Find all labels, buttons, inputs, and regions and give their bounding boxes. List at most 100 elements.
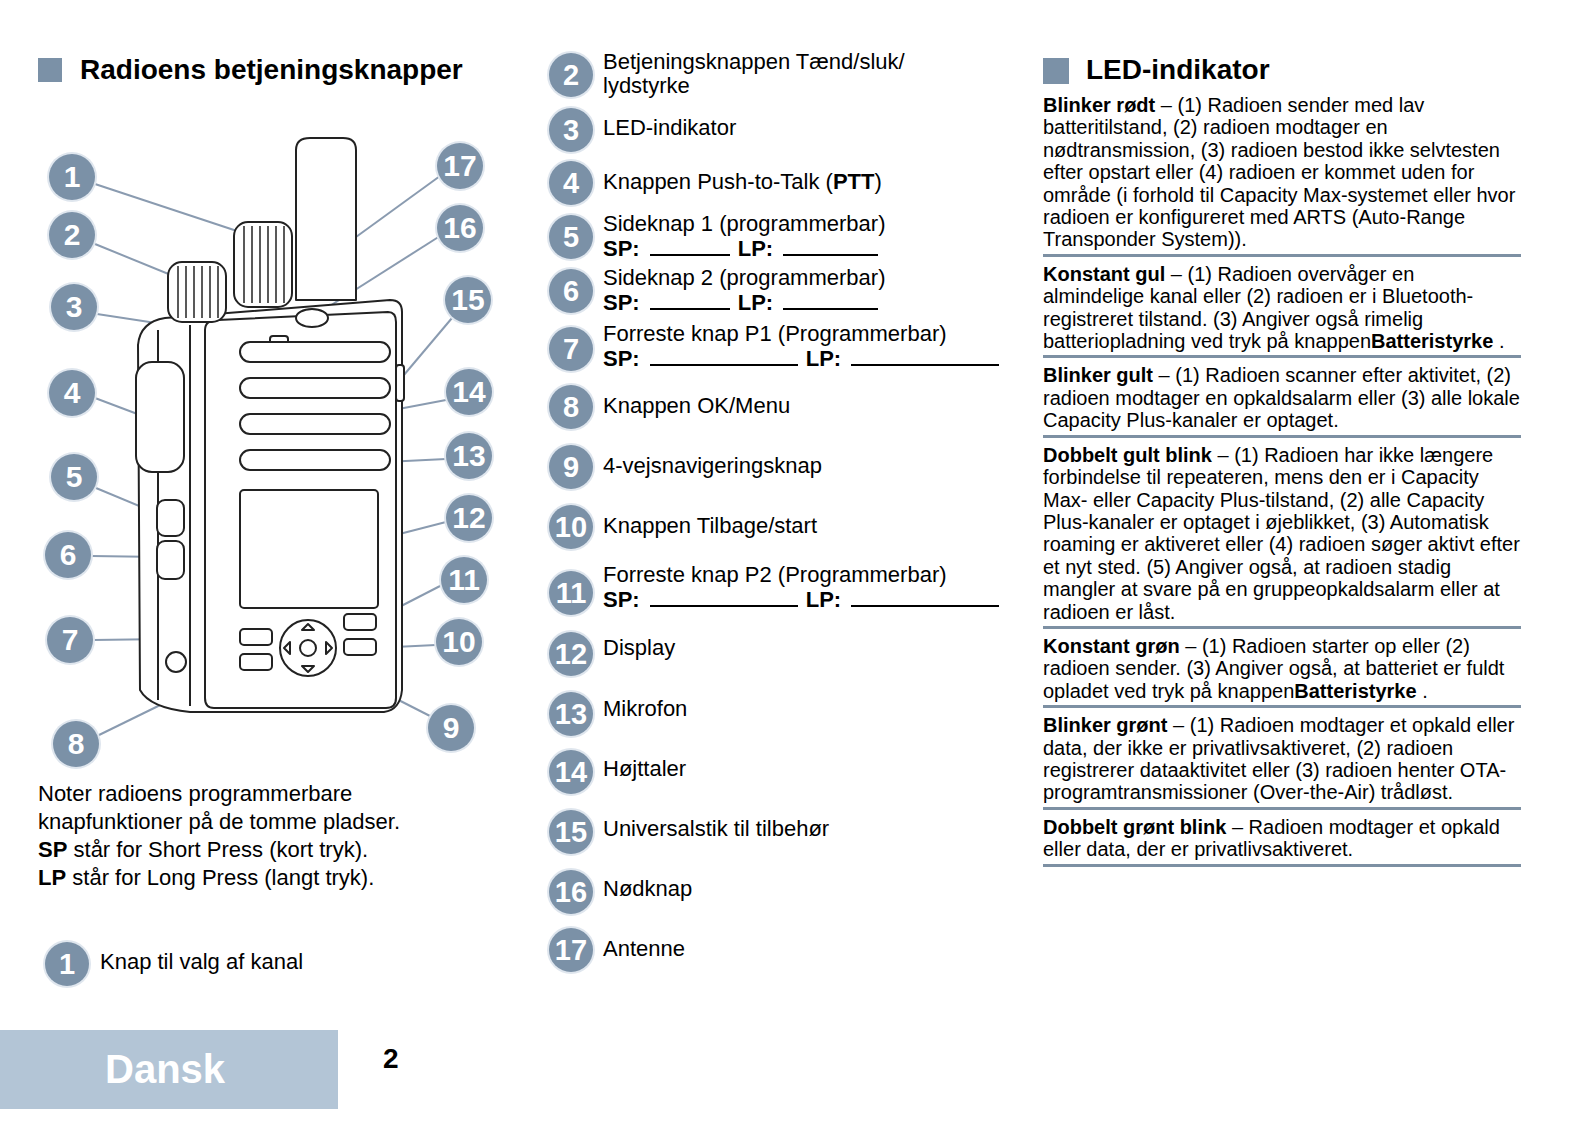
led-paragraph: Blinker rødt– (1) Radioen sender med lav… bbox=[1043, 94, 1521, 257]
label-text: Konstant grøn bbox=[1043, 635, 1180, 657]
label-text: LP bbox=[38, 865, 66, 890]
text-line: SPstår for Short Press (kort tryk). bbox=[38, 836, 468, 864]
label-text: Universalstik til tilbehør bbox=[603, 816, 829, 841]
text-line: Knappen OK/Menu bbox=[603, 394, 790, 418]
number-text: 10 bbox=[555, 513, 587, 542]
text-block: Knappen Tilbage/start bbox=[603, 514, 817, 538]
knob-ridge bbox=[259, 226, 261, 303]
text-line: Forreste knap P2 (Programmerbar) bbox=[603, 563, 1007, 587]
heading-text: Radioens betjeningsknapper bbox=[80, 54, 463, 85]
list-number: 8 bbox=[549, 385, 593, 429]
callout-number: 14 bbox=[446, 369, 492, 415]
radio-body bbox=[136, 138, 404, 712]
number-text: 17 bbox=[555, 936, 587, 965]
text-line: Antenne bbox=[603, 937, 685, 961]
number-text: 2 bbox=[64, 220, 81, 250]
display bbox=[240, 490, 378, 608]
speaker-slot bbox=[240, 450, 390, 470]
heading-marker bbox=[1043, 58, 1069, 84]
text-line: Knappen Push-to-Talk (PTT) bbox=[603, 170, 882, 194]
number-text: 3 bbox=[563, 116, 579, 145]
ptt-button bbox=[136, 362, 184, 472]
volume-knob bbox=[168, 262, 226, 322]
led-paragraph: Konstant grøn– (1) Radioen starter op el… bbox=[1043, 635, 1521, 708]
number-text: 7 bbox=[563, 335, 579, 364]
label-text: LP: bbox=[738, 290, 773, 315]
label-text: Dobbelt gult blink bbox=[1043, 444, 1212, 466]
led-paragraph: Dobbelt gult blink– (1) Radioen har ikke… bbox=[1043, 444, 1521, 629]
number-text: 15 bbox=[555, 818, 587, 847]
callout-number: 1 bbox=[49, 154, 95, 200]
label-text: Noter radioens programmerbare knapfunkti… bbox=[38, 781, 400, 834]
text-block: Højttaler bbox=[603, 757, 686, 781]
label-text: Batteristyrke bbox=[1371, 330, 1493, 352]
number-text: 4 bbox=[563, 169, 579, 198]
label-text: SP bbox=[38, 837, 67, 862]
nav-arrows bbox=[284, 624, 332, 672]
text-line: Sideknap 2 (programmerbar) bbox=[603, 266, 886, 290]
text-line: Display bbox=[603, 636, 675, 660]
nav-pad bbox=[280, 620, 336, 676]
label-text: . bbox=[1422, 680, 1428, 702]
label-text: Forreste knap P1 (Programmerbar) bbox=[603, 321, 947, 346]
knob-ridge bbox=[177, 266, 179, 318]
text-block: Betjeningsknappen Tænd/sluk/ lydstyrke bbox=[603, 50, 963, 98]
callout-number: 7 bbox=[47, 617, 93, 663]
number-text: 16 bbox=[555, 878, 587, 907]
text-line: Højttaler bbox=[603, 757, 686, 781]
list-number: 2 bbox=[549, 53, 593, 97]
text-line: Noter radioens programmerbare knapfunkti… bbox=[38, 780, 468, 836]
fill-in-line bbox=[650, 587, 798, 607]
label-text: LED-indikator bbox=[1086, 54, 1270, 85]
list-number: 5 bbox=[549, 215, 593, 259]
number-text: 11 bbox=[556, 579, 587, 608]
number-text: 9 bbox=[443, 713, 460, 743]
number-text: 10 bbox=[442, 627, 475, 657]
text-line: Universalstik til tilbehør bbox=[603, 817, 829, 841]
number-text: 8 bbox=[563, 393, 579, 422]
text-line: LED-indikator bbox=[603, 116, 736, 140]
text-line: Mikrofon bbox=[603, 697, 687, 721]
fill-in-line bbox=[783, 290, 878, 310]
label-text: SP: bbox=[603, 290, 640, 315]
label-text: Batteristyrke bbox=[1294, 680, 1416, 702]
text-line: 2 bbox=[383, 1043, 399, 1075]
label-text: står for Long Press (langt tryk). bbox=[72, 865, 374, 890]
emergency-button bbox=[296, 309, 328, 327]
label-text: SP: bbox=[603, 346, 640, 371]
label-text: Forreste knap P2 (Programmerbar) bbox=[603, 562, 947, 587]
side-button-2 bbox=[157, 541, 184, 579]
led-paragraph: Blinker gult– (1) Radioen scanner efter … bbox=[1043, 364, 1521, 437]
list-number: 4 bbox=[549, 161, 593, 205]
label-text: Blinker rødt bbox=[1043, 94, 1155, 116]
button-p1 bbox=[240, 629, 272, 645]
text-block: Sideknap 2 (programmerbar)SP: LP: bbox=[603, 266, 886, 315]
number-text: 13 bbox=[452, 441, 485, 471]
side-button-1 bbox=[157, 500, 184, 536]
number-text: 16 bbox=[443, 213, 476, 243]
accessory-connector bbox=[396, 365, 404, 401]
number-text: 9 bbox=[563, 453, 579, 482]
callout-number: 11 bbox=[441, 557, 487, 603]
label-text: Sideknap 1 (programmerbar) bbox=[603, 211, 885, 236]
fill-in-line bbox=[851, 587, 999, 607]
speaker-slot bbox=[240, 378, 390, 398]
page-heading: Radioens betjeningsknapper bbox=[80, 52, 463, 88]
language-tab: Dansk bbox=[0, 1030, 338, 1109]
label-text: – (1) Radioen har ikke længere forbindel… bbox=[1043, 444, 1520, 623]
label-text: SP: bbox=[603, 587, 640, 612]
channel-knob bbox=[234, 222, 292, 307]
callout-number: 2 bbox=[49, 212, 95, 258]
text-block: 4-vejsnavigeringsknap bbox=[603, 454, 822, 478]
callout-number: 6 bbox=[45, 532, 91, 578]
fill-in-line bbox=[851, 346, 999, 366]
text-line: SP:LP: bbox=[603, 346, 1007, 371]
callout-number: 5 bbox=[51, 454, 97, 500]
label-text: LED-indikator bbox=[603, 115, 736, 140]
number-text: 6 bbox=[60, 540, 77, 570]
text-line: LPstår for Long Press (langt tryk). bbox=[38, 864, 468, 892]
label-text: SP: bbox=[603, 236, 640, 261]
number-text: 3 bbox=[66, 292, 83, 322]
number-text: 14 bbox=[555, 758, 587, 787]
tab-text: Dansk bbox=[105, 1047, 225, 1092]
